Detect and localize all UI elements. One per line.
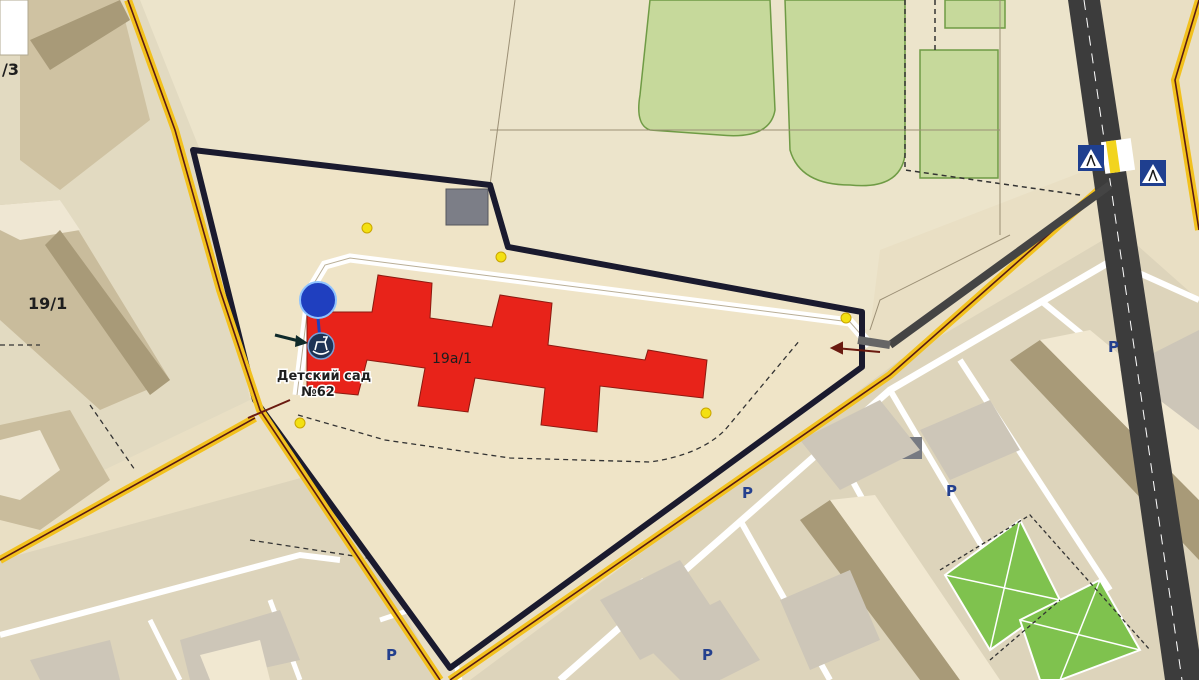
site-dashed-path (297, 339, 801, 463)
access-arrows (247, 341, 881, 419)
tree-markers (294, 222, 852, 429)
lawn-area (939, 514, 1151, 680)
parking-icon: P (946, 482, 957, 500)
parking-icon: P (742, 484, 753, 502)
building-number-label: 19а/1 (432, 351, 472, 367)
north-parcel-lines (489, 0, 1011, 331)
arrow-right-icon (274, 333, 308, 347)
parking-labels: P P P P P (386, 338, 1119, 664)
parking-icon: P (702, 646, 713, 664)
poi-number-label: №62 (301, 385, 335, 400)
parking-icon: P (386, 646, 397, 664)
building-19-1-label: 19/1 (28, 294, 67, 313)
corner-fragment-label: /3 (2, 60, 19, 79)
parking-icon: P (1108, 338, 1119, 356)
pedestrian-crossing-icon (1140, 160, 1166, 186)
utility-building (445, 188, 489, 226)
west-buildings (0, 0, 170, 530)
kindergarten-site (193, 150, 862, 668)
poi-name-label: Детский сад (277, 369, 371, 384)
north-dashed-path (904, 0, 1081, 196)
southwest-buildings (30, 610, 300, 680)
kindergarten-building[interactable] (306, 274, 708, 433)
green-fields (638, 0, 1006, 187)
pedestrian-crossing-icon (1078, 145, 1104, 171)
kindergarten-rocking-horse-icon[interactable] (307, 332, 335, 360)
top-left-box (0, 0, 29, 56)
